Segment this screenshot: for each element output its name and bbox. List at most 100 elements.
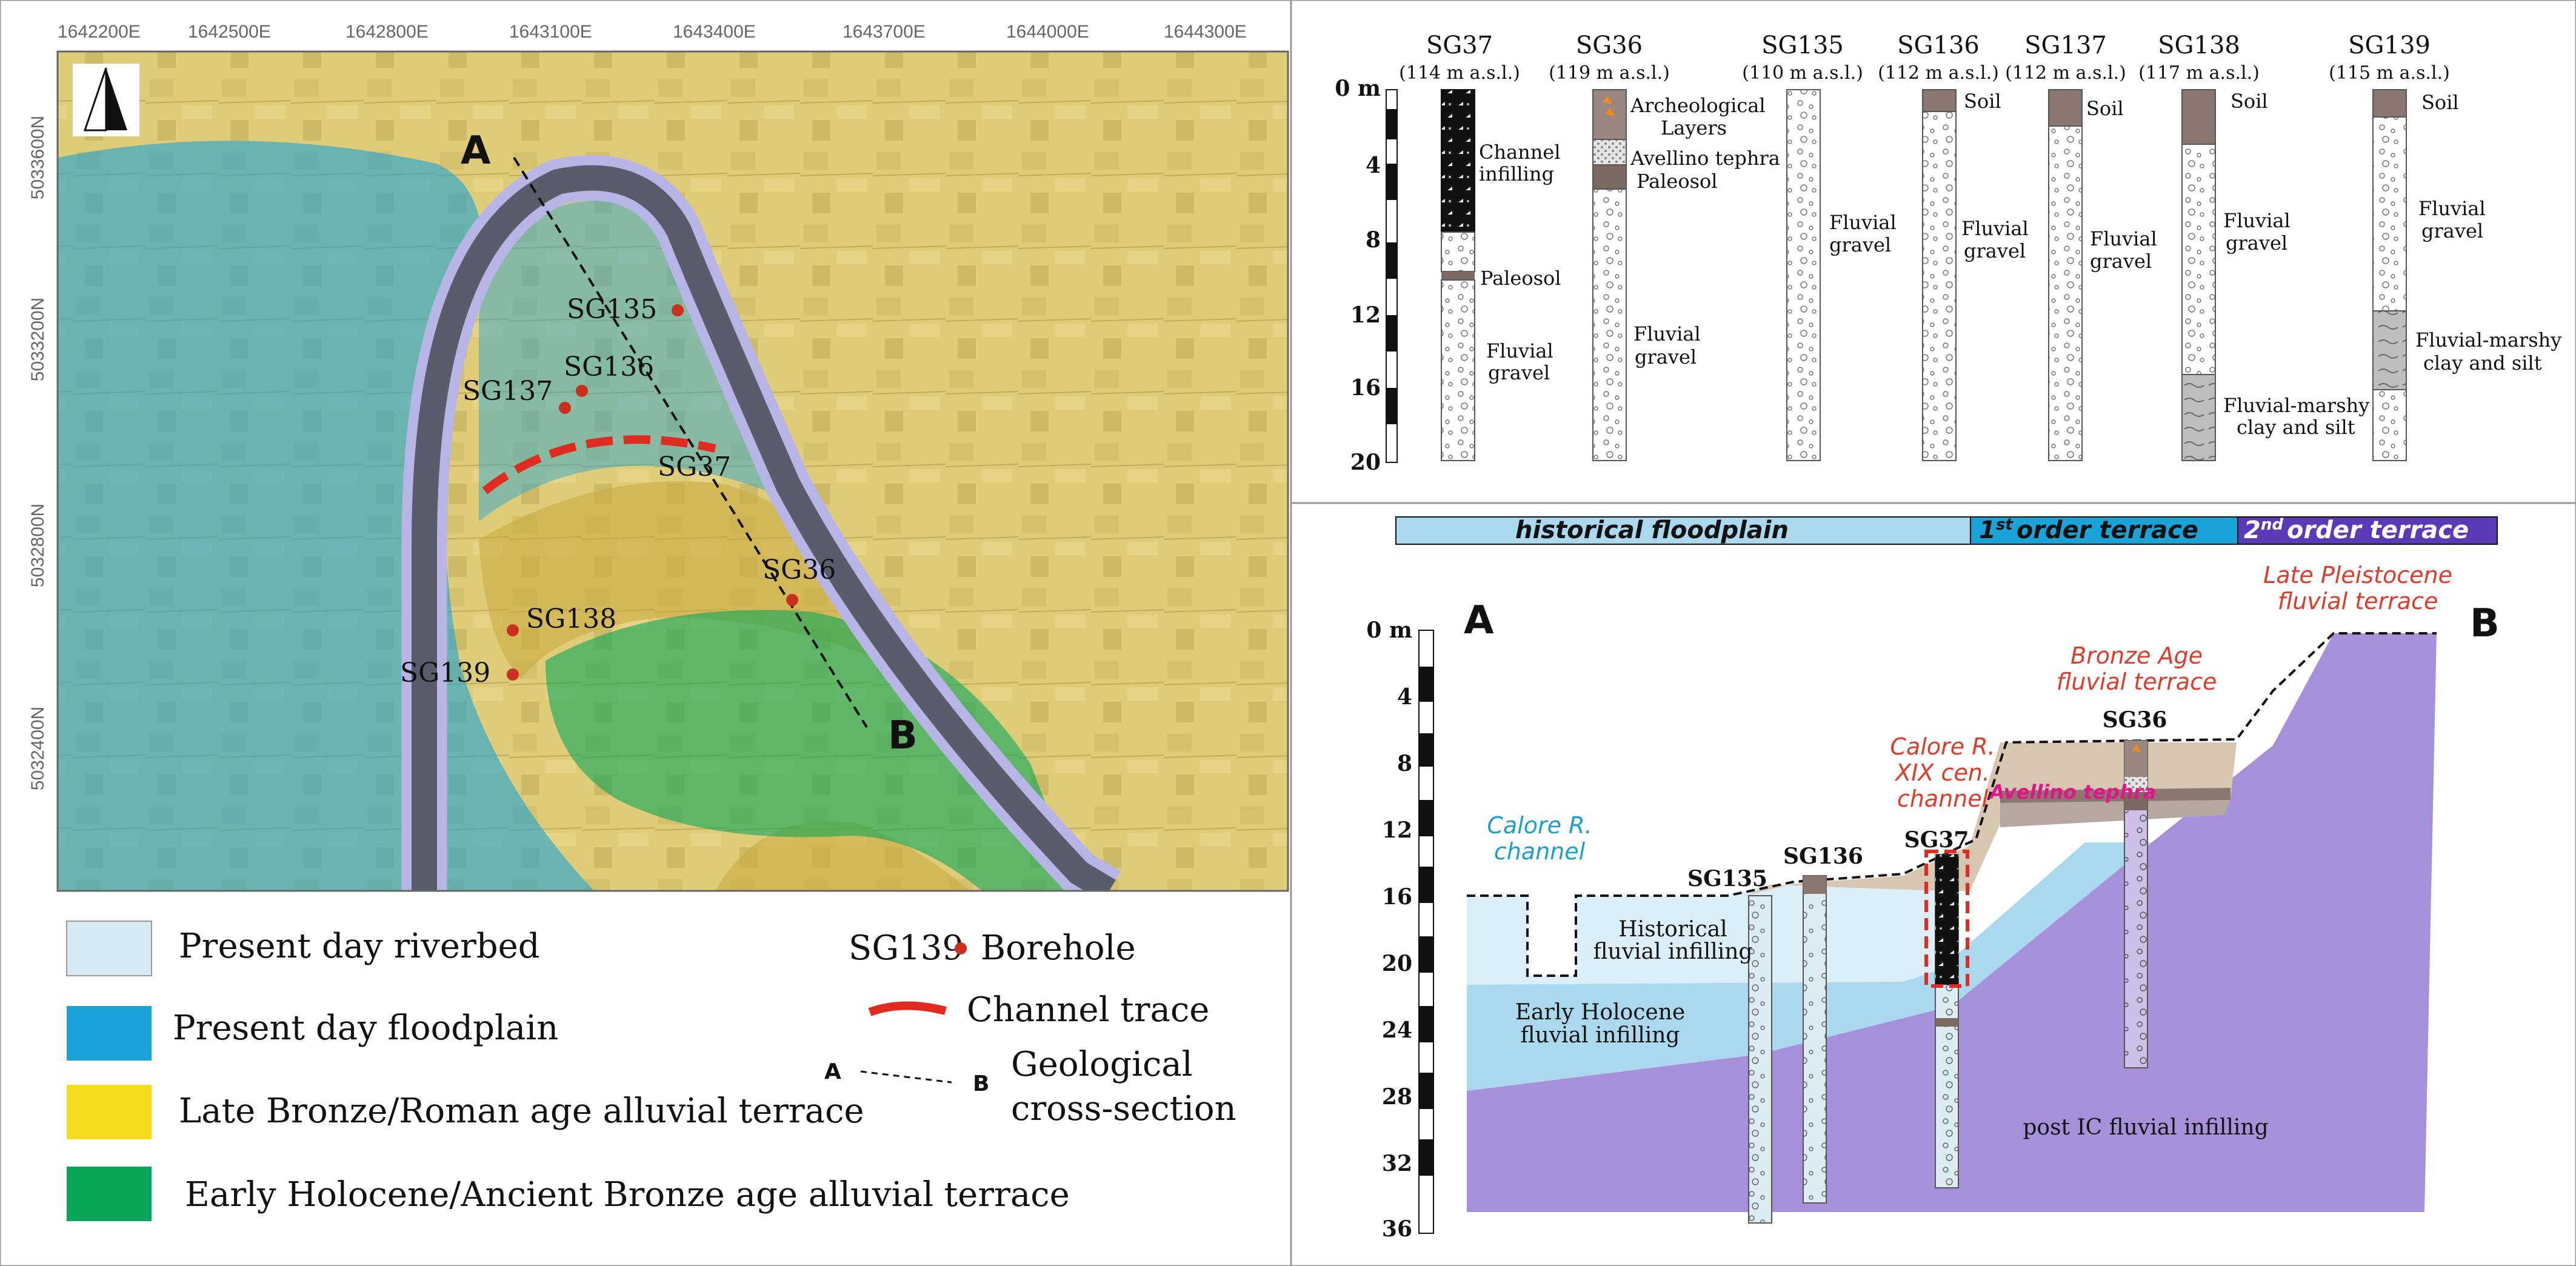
- sec-depth-28: 28: [1382, 1084, 1412, 1110]
- col-depth-4: 4: [1366, 153, 1381, 178]
- sec-depth-20: 20: [1382, 951, 1412, 976]
- label-sg139: SG139: [400, 658, 490, 688]
- label-marshy: Fluvial-marshy: [2415, 328, 2561, 351]
- sec-depth-4: 4: [1397, 684, 1412, 710]
- label-soil: Soil: [2231, 90, 2268, 113]
- sec-depth-0: 0 m: [1366, 618, 1412, 643]
- column-title: SG36: [1576, 32, 1643, 59]
- section-label-sg36: SG36: [2103, 707, 2167, 733]
- col-depth-12: 12: [1350, 302, 1381, 328]
- column-altitude: (112 m a.s.l.): [2005, 62, 2126, 84]
- column-altitude: (117 m a.s.l.): [2138, 62, 2260, 84]
- borehole-sg139[interactable]: [507, 668, 519, 681]
- label-avellino: Avellino tephra: [1630, 147, 1780, 170]
- label-soil: Soil: [2421, 91, 2459, 114]
- label-gravel: gravel: [1964, 239, 2026, 262]
- label-gravel: gravel: [1829, 233, 1891, 256]
- label-calore-channel-2: channel: [1494, 838, 1586, 865]
- coord-y-3: 5032400N: [28, 707, 48, 790]
- coord-x-0: 1642200E: [58, 22, 141, 42]
- legend-channel-swatch: [868, 1001, 947, 1016]
- column-title: SG136: [1897, 32, 1980, 59]
- label-sg136: SG136: [564, 351, 654, 382]
- label-sg36: SG36: [762, 555, 836, 585]
- label-post-ic: post IC fluvial infilling: [2023, 1115, 2268, 1140]
- label-sg135: SG135: [567, 294, 657, 325]
- label-early-holocene-infill: Early Holocene: [1515, 1000, 1685, 1025]
- legend-borehole-sample: SG139: [849, 928, 964, 968]
- section-depth-scale: 0 m 4 8 12 16 20 24 28 32 36: [1366, 618, 1434, 1242]
- legend-swatch-riverbed: [66, 921, 152, 976]
- sec-depth-16: 16: [1382, 884, 1412, 910]
- legend-swatch-floodplain: [67, 1006, 152, 1061]
- col-depth-0: 0 m: [1335, 76, 1381, 101]
- map-point-a: A: [461, 128, 491, 173]
- borehole-sg135[interactable]: [672, 304, 684, 316]
- column-sg138: SG138 (117 m a.s.l.) Soil Fluvial gravel…: [2138, 32, 2369, 461]
- map-panel: SG135 SG136 SG137 SG37 SG36 SG138 SG139 …: [0, 0, 1292, 1266]
- label-late-pleistocene: Late Pleistocene: [2263, 562, 2452, 588]
- coord-x-1: 1642500E: [188, 22, 271, 42]
- legend-section-line: [860, 1070, 952, 1084]
- legend-geo-section-2: cross-section: [1011, 1089, 1236, 1128]
- legend-swatch-holocene: [67, 1167, 152, 1221]
- coord-x-7: 1644300E: [1164, 22, 1247, 42]
- sec-depth-8: 8: [1397, 751, 1412, 776]
- legend-borehole: Borehole: [981, 928, 1136, 968]
- label-paleosol: Paleosol: [1637, 170, 1718, 193]
- column-title: SG37: [1426, 32, 1493, 59]
- map-point-b: B: [888, 713, 918, 758]
- label-channel-infilling: Channel: [1479, 141, 1561, 164]
- label-channel-infilling-2: infilling: [1479, 162, 1554, 185]
- borehole-sg36[interactable]: [786, 594, 798, 606]
- column-depth-scale: 0 m 4 8 12 16 20: [1335, 76, 1398, 475]
- channel-trace: [482, 435, 716, 495]
- label-gravel: gravel: [2090, 250, 2152, 273]
- col-depth-16: 16: [1350, 375, 1381, 401]
- label-gravel: gravel: [1488, 361, 1550, 384]
- bronze-tan-layer: [1746, 742, 2237, 896]
- legend-borehole-dot: [955, 942, 967, 954]
- section-label-sg136: SG136: [1783, 844, 1863, 869]
- map-legend: Present day riverbed Present day floodpl…: [66, 921, 1236, 1221]
- label-avellino-tephra: Avellino tephra: [1988, 781, 2156, 804]
- columns-panel: 0 m 4 8 12 16 20 SG37 (114 m a.s.l.) Cha…: [1290, 0, 2576, 504]
- coord-y-1: 5033200N: [28, 298, 48, 381]
- early-holocene-infill: [1467, 842, 2152, 1091]
- label-paleosol: Paleosol: [1480, 267, 1561, 290]
- borehole-sg137[interactable]: [559, 402, 571, 414]
- label-layers: Layers: [1661, 116, 1727, 139]
- sec-depth-24: 24: [1382, 1018, 1412, 1043]
- legend-geo-section-1: Geological: [1011, 1045, 1193, 1084]
- sec-depth-36: 36: [1382, 1216, 1412, 1242]
- legend-bronze: Late Bronze/Roman age alluvial terrace: [179, 1091, 864, 1131]
- column-title: SG138: [2158, 32, 2240, 59]
- post-ic-infill: [1467, 633, 2437, 1212]
- label-calore-xix: Calore R.: [1890, 733, 1995, 760]
- coord-x-6: 1644000E: [1006, 22, 1089, 42]
- label-fluvial: Fluvial: [1486, 339, 1553, 362]
- legend-holocene: Early Holocene/Ancient Bronze age alluvi…: [185, 1175, 1070, 1214]
- topographic-surface: [1467, 632, 2437, 977]
- borehole-sg136[interactable]: [576, 385, 588, 397]
- borehole-sg138[interactable]: [507, 624, 519, 636]
- legend-floodplain: Present day floodplain: [173, 1008, 558, 1048]
- col-depth-8: 8: [1366, 227, 1381, 253]
- label-historical-infill-2: fluvial infilling: [1593, 939, 1753, 964]
- label-archeological: Archeological: [1630, 94, 1766, 117]
- label-fluvial: Fluvial: [1829, 211, 1897, 234]
- legend-channel-trace: Channel trace: [967, 990, 1209, 1030]
- column-sg135: SG135 (110 m a.s.l.) Fluvial gravel: [1742, 32, 1897, 461]
- north-arrow-icon: [73, 64, 139, 136]
- section-point-b: B: [2470, 601, 2500, 646]
- label-calore-xix-3: channel: [1897, 785, 1989, 812]
- label-gravel: gravel: [1635, 345, 1697, 368]
- legend-section-a: A: [824, 1059, 841, 1084]
- label-fluvial: Fluvial: [1633, 322, 1701, 345]
- legend-section-b: B: [973, 1071, 989, 1096]
- section-label-sg135: SG135: [1687, 866, 1767, 891]
- band-second-order: [2237, 516, 2498, 545]
- column-title: SG137: [2024, 32, 2107, 59]
